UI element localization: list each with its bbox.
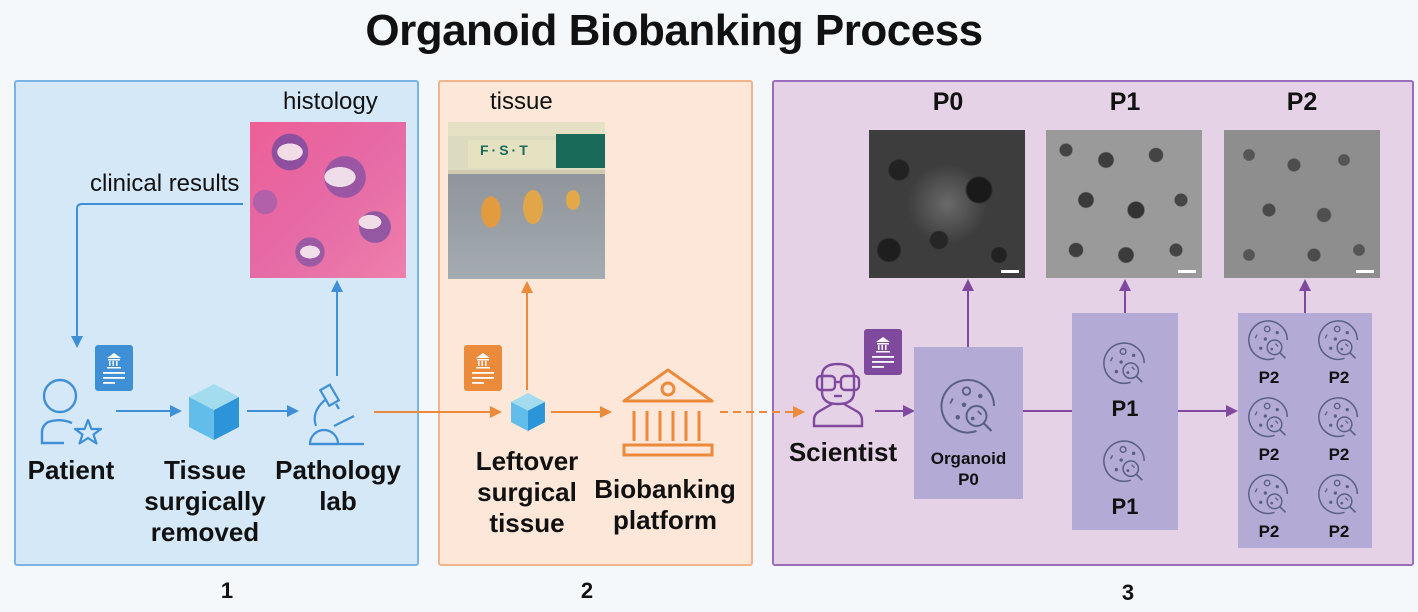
scientist-label: Scientist: [788, 437, 898, 467]
scientist-icon: [812, 362, 864, 428]
p2-item-label: P2: [1328, 445, 1350, 464]
ruler-label-band: [556, 134, 605, 168]
p0-image-caption: P0: [932, 88, 964, 116]
p2-item-label: P2: [1328, 368, 1350, 387]
p2-image-caption: P2: [1286, 88, 1318, 116]
leftover-tissue-label: Leftover surgical tissue: [475, 446, 579, 538]
histology-image: [250, 122, 406, 278]
clinical-results-arrow: [71, 203, 243, 348]
institution-document-icon: [464, 345, 502, 391]
biobanking-platform-label: Biobanking platform: [594, 474, 736, 535]
cube-icon: [511, 393, 545, 431]
institution-icon: [622, 368, 714, 457]
p1-item-label: P1: [1111, 396, 1139, 421]
organoid-icon: [1317, 472, 1361, 521]
organoid-icon: [1247, 472, 1291, 521]
step-3-number: 3: [1121, 580, 1135, 605]
step-1-number: 1: [220, 578, 234, 603]
cube-icon: [189, 384, 239, 440]
institution-document-icon: [95, 345, 133, 391]
p1-item-label: P1: [1111, 494, 1139, 519]
pathology-lab-label: Pathology lab: [275, 455, 401, 516]
p2-microscopy-image: [1224, 130, 1380, 278]
page-title: Organoid Biobanking Process: [365, 6, 983, 55]
scale-bar: [1356, 270, 1374, 273]
p2-item-label: P2: [1258, 522, 1280, 541]
organoid-icon: [1102, 340, 1148, 391]
microscope-icon: [308, 383, 364, 446]
organoid-icon: [1317, 395, 1361, 444]
p0-microscopy-image: [869, 130, 1025, 278]
p2-item-label: P2: [1258, 368, 1280, 387]
step-2-number: 2: [580, 578, 594, 603]
organoid-icon: [939, 376, 999, 441]
organoid-icon: [1317, 318, 1361, 367]
p2-item-label: P2: [1328, 522, 1350, 541]
histology-caption: histology: [283, 88, 378, 115]
patient-icon: [40, 378, 103, 445]
p1-microscopy-image: [1046, 130, 1202, 278]
organoid-icon: [1247, 318, 1291, 367]
institution-document-icon: [864, 329, 902, 375]
organoid-icon: [1102, 438, 1148, 489]
organoid-p0-label: Organoid P0: [930, 449, 1007, 489]
p2-item-label: P2: [1258, 445, 1280, 464]
tissue-removed-label: Tissue surgically removed: [144, 455, 266, 547]
tissue-photo: F·S·T: [448, 122, 605, 279]
scale-bar: [1178, 270, 1196, 273]
tissue-caption: tissue: [490, 88, 553, 115]
clinical-results-label: clinical results: [90, 170, 240, 197]
p1-image-caption: P1: [1109, 88, 1141, 116]
patient-label: Patient: [27, 455, 115, 485]
ruler-brand-text: F·S·T: [480, 142, 531, 158]
scale-bar: [1001, 270, 1019, 273]
organoid-icon: [1247, 395, 1291, 444]
